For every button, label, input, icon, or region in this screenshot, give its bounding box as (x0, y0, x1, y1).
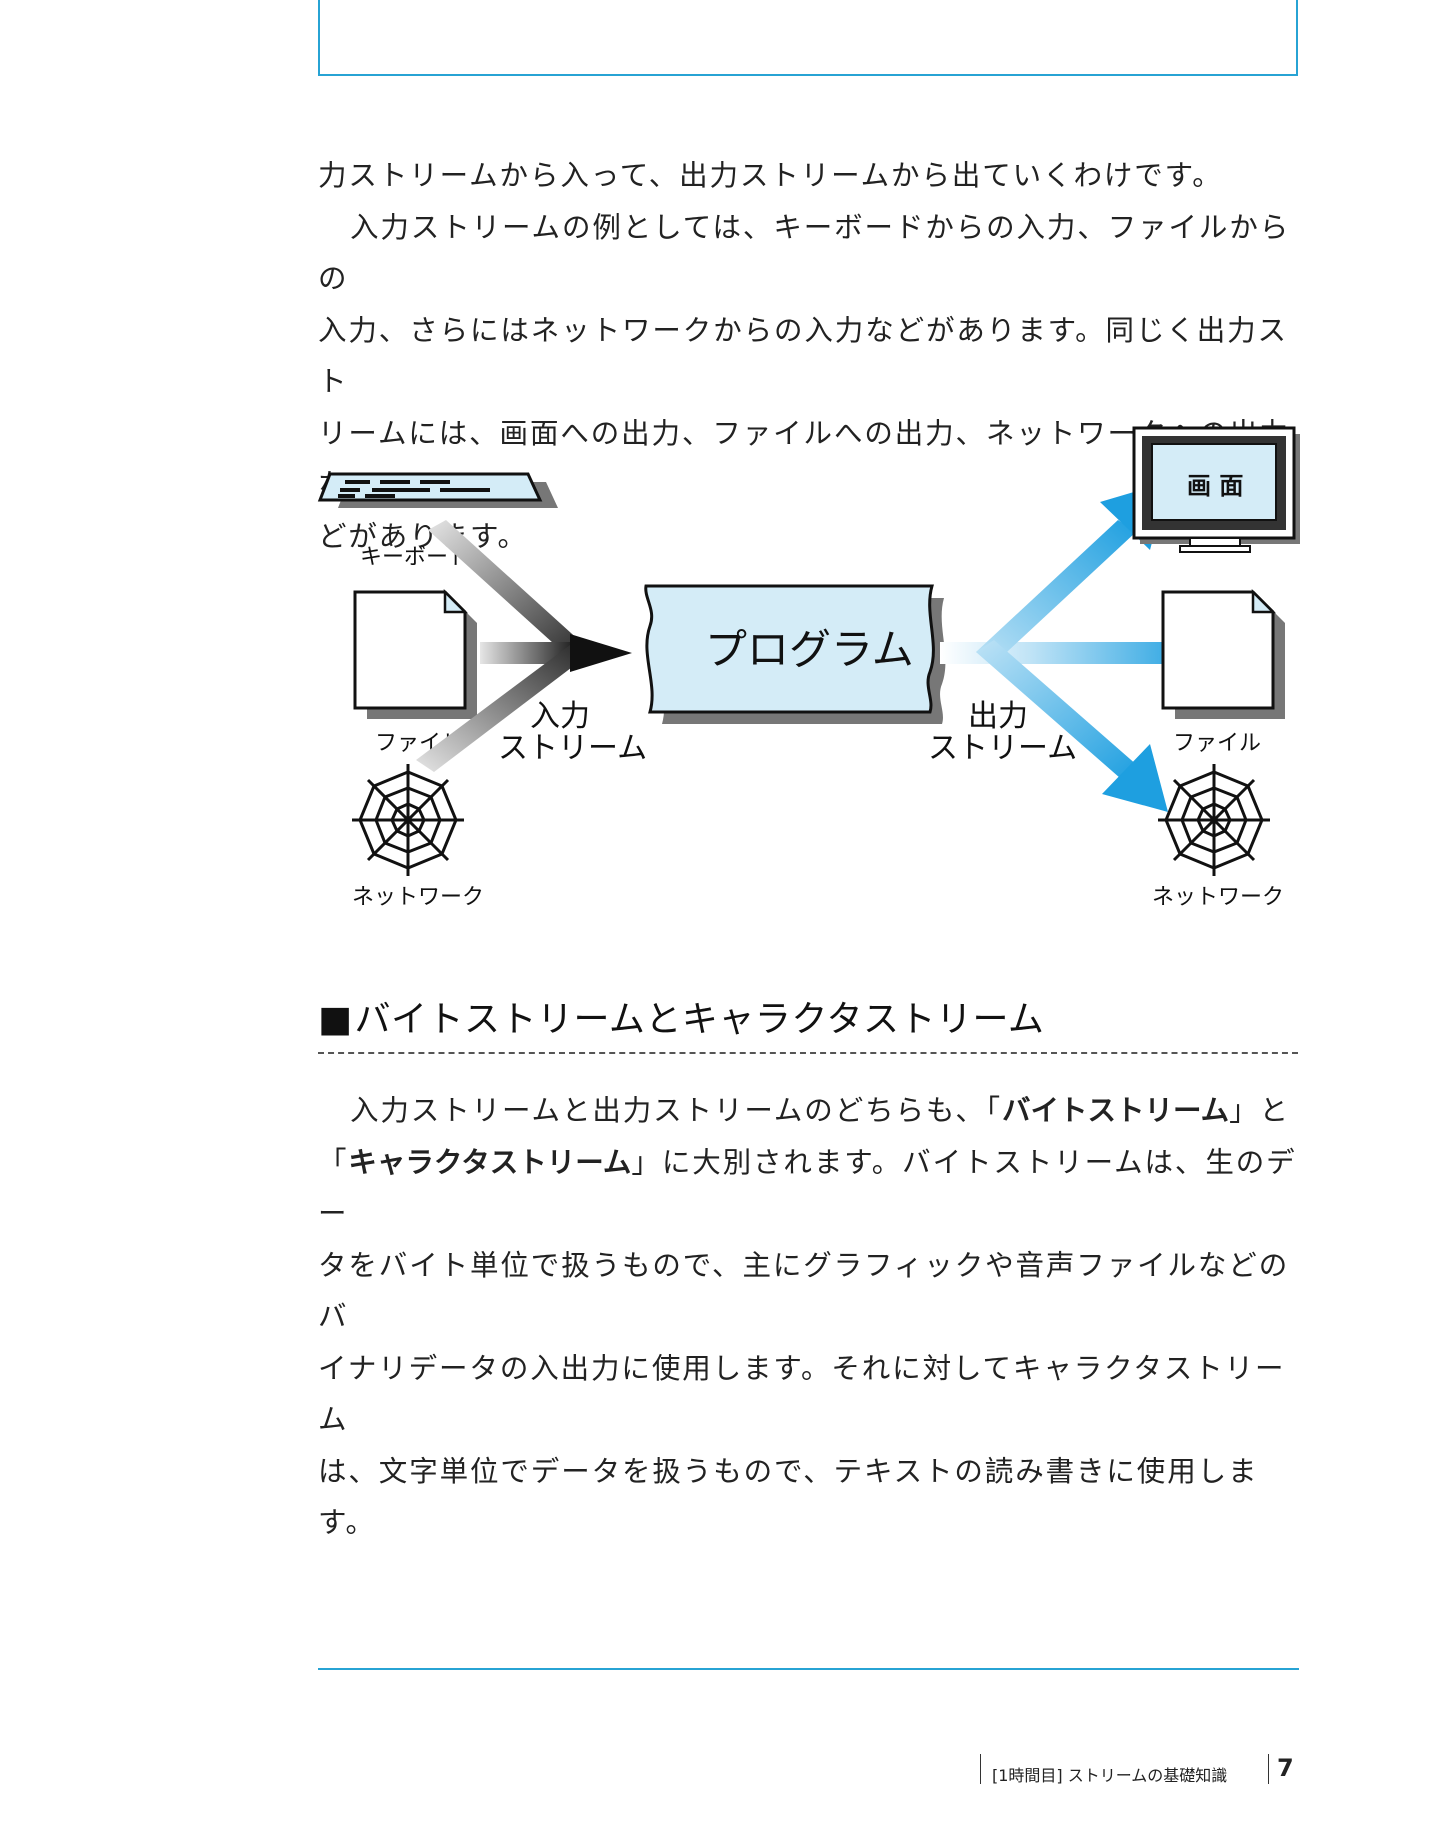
monitor-icon (1132, 426, 1300, 553)
body-line: タをバイト単位で扱うもので、主にグラフィックや音声ファイルなどのバ (318, 1248, 1290, 1334)
output-file-label: ファイル (1173, 731, 1261, 756)
body-line: 「キャラクタストリーム」に大別されます。バイトストリームは、生のデー (318, 1146, 1297, 1231)
input-network-label: ネットワーク (352, 885, 484, 910)
body-text: 「 (318, 1145, 349, 1179)
page-number: 7 (1277, 1754, 1294, 1782)
keyboard-icon (317, 472, 558, 508)
intro-paragraph: 力ストリームから入って、出力ストリームから出ていくわけです。 入力ストリームの例… (318, 150, 1303, 562)
output-file-icon (1161, 588, 1285, 719)
intro-line: 入力、さらにはネットワークからの入力などがあります。同じく出力スト (318, 313, 1288, 399)
footer-divider (980, 1754, 981, 1784)
intro-line: リームには、画面への出力、ファイルへの出力、ネットワークへの出力な (318, 416, 1288, 502)
body-text: 入力ストリームと出力ストリームのどちらも、「 (350, 1094, 1002, 1127)
section-heading: ■バイトストリームとキャラクタストリーム (318, 992, 1298, 1054)
output-stream-label-2: ストリーム (928, 731, 1077, 766)
page-footer: [1時間目] ストリームの基礎知識 7 (980, 1754, 1300, 1785)
program-label: プログラム (705, 625, 914, 674)
input-stream-label-1: 入力 (530, 699, 590, 734)
running-head: [1時間目] ストリームの基礎知識 (992, 1766, 1228, 1785)
body-line: 入力ストリームと出力ストリームのどちらも、「バイトストリーム」と (318, 1094, 1290, 1127)
bold-term-byte-stream: バイトストリーム (1002, 1094, 1230, 1127)
body-line: は、文字単位でデータを扱うもので、テキストの読み書きに使用します。 (318, 1454, 1259, 1540)
input-file-icon (353, 588, 477, 719)
body-paragraph: 入力ストリームと出力ストリームのどちらも、「バイトストリーム」と 「キャラクタス… (318, 1085, 1303, 1549)
body-text: 」と (1229, 1094, 1290, 1127)
output-stream-label-1: 出力 (968, 699, 1028, 734)
intro-line: 力ストリームから入って、出力ストリームから出ていくわけです。 (318, 159, 1223, 192)
heading-title: バイトストリームとキャラクタストリーム (354, 999, 1045, 1040)
body-line: イナリデータの入出力に使用します。それに対してキャラクタストリーム (318, 1351, 1286, 1437)
bottom-rule (318, 1668, 1299, 1670)
body-text: 」に大別されます。バイトストリームは、生のデー (318, 1145, 1297, 1231)
output-network-web-icon (1158, 764, 1270, 876)
stream-diagram: キーボード ファイル ネットワーク 入力 ストリーム (300, 420, 1320, 920)
input-stream-label-2: ストリーム (498, 731, 647, 766)
screen-label: 画 面 (1187, 472, 1243, 500)
footer-divider (1268, 1754, 1269, 1784)
top-frame-box (318, 0, 1298, 76)
intro-line: 入力ストリームの例としては、キーボードからの入力、ファイルからの (318, 210, 1291, 296)
output-network-label: ネットワーク (1152, 885, 1284, 910)
program-box (644, 584, 946, 724)
input-network-web-icon (352, 764, 464, 876)
heading-square-mark: ■ (318, 999, 353, 1040)
input-stream-arrows (416, 520, 632, 772)
intro-line: どがあります。 (318, 519, 528, 553)
bold-term-character-stream: キャラクタストリーム (348, 1145, 632, 1179)
